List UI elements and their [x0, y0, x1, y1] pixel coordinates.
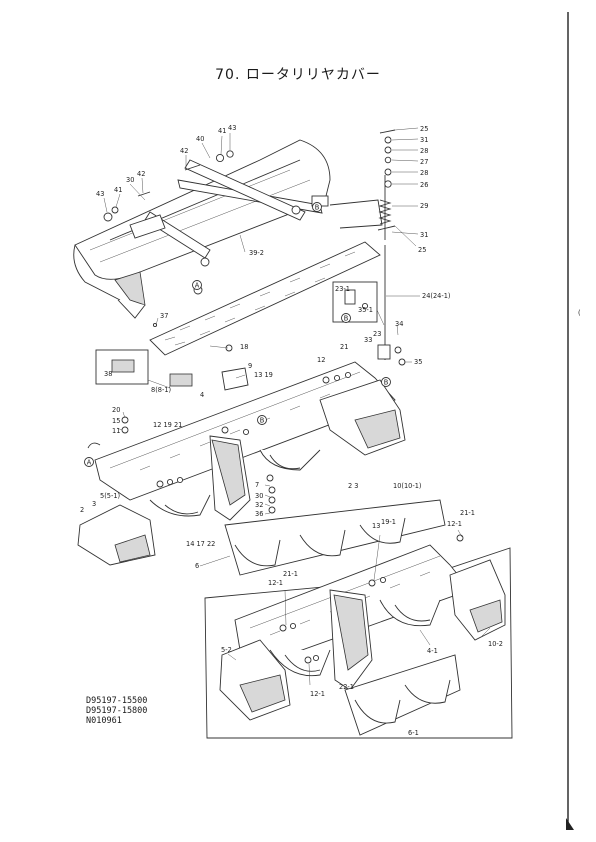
label-30-b: 30 [255, 492, 263, 500]
label-3: 3 [92, 500, 96, 508]
label-43-left: 43 [96, 190, 104, 198]
label-6: 6 [195, 562, 199, 570]
label-10: 10(10-1) [393, 482, 422, 490]
label-21-1-left: 21-1 [283, 570, 298, 578]
detail-box-38 [95, 349, 193, 389]
label-28-b: 28 [420, 169, 428, 177]
label-2: 2 [80, 506, 84, 514]
leader-lines [103, 127, 491, 686]
label-40: 40 [196, 135, 204, 143]
ref-mark-a-left: A [87, 459, 92, 467]
label-36: 36 [255, 510, 263, 518]
label-4: 4 [200, 391, 204, 399]
label-24: 24(24-1) [422, 292, 451, 300]
label-15: 15 [112, 417, 120, 425]
label-21-top: 21 [340, 343, 348, 351]
label-35: 35 [414, 358, 422, 366]
label-13-lower: 13 [372, 522, 380, 530]
label-28-a: 28 [420, 147, 428, 155]
label-11: 11 [112, 427, 120, 435]
label-23-1: 23-1 [335, 285, 350, 293]
label-14-17-22: 14 17 22 [186, 540, 215, 548]
part-labels: 25 31 28 27 28 26 29 31 25 24(24-1) 23-1… [80, 124, 503, 737]
label-10-2: 10-2 [488, 640, 503, 648]
label-29: 29 [420, 202, 428, 210]
label-34: 34 [395, 320, 403, 328]
deflector-plate [149, 241, 381, 356]
label-18: 18 [240, 343, 248, 351]
label-31-b: 31 [420, 231, 428, 239]
label-12-1-right: 12-1 [447, 520, 462, 528]
label-8: 8(8-1) [151, 386, 171, 394]
label-12-19-21: 12 19 21 [153, 421, 182, 429]
label-42-top: 42 [180, 147, 188, 155]
label-5-2: 5-2 [221, 646, 232, 654]
part-code-list: D95197-15500 D95197-15800 N010961 [86, 696, 147, 726]
ref-mark-b-middle: B [260, 417, 265, 425]
label-27: 27 [420, 158, 428, 166]
label-25-b: 25 [418, 246, 426, 254]
label-12-top: 12 [317, 356, 325, 364]
label-4-1: 4-1 [427, 647, 438, 655]
label-13-19: 13 19 [254, 371, 273, 379]
label-19-1: 19-1 [381, 518, 396, 526]
adjustment-rod-assembly [329, 129, 406, 366]
binding-edge-mark [566, 818, 574, 830]
label-38: 38 [104, 370, 112, 378]
label-39-2: 39-2 [249, 249, 264, 257]
middle-cover-panel [77, 344, 446, 576]
label-42-left: 42 [137, 170, 145, 178]
ref-mark-a-top: A [195, 282, 200, 290]
part-code: D95197-15800 [86, 706, 148, 716]
label-12-1-left: 12-1 [268, 579, 283, 587]
part-code: D95197-15500 [86, 696, 148, 706]
label-37: 37 [160, 312, 168, 320]
reference-markers: A A B B B B [84, 202, 391, 467]
label-31-top: 31 [420, 136, 428, 144]
page-title: 70. ロータリリヤカバー [215, 67, 381, 83]
label-9: 9 [248, 362, 252, 370]
rear-cover-assembly [73, 139, 331, 319]
scan-mark: ( [578, 309, 581, 317]
ref-mark-b-detail: B [344, 315, 349, 323]
label-26: 26 [420, 181, 428, 189]
label-32: 32 [255, 501, 263, 509]
label-35-1: 35-1 [358, 306, 373, 314]
label-20: 20 [112, 406, 120, 414]
label-7: 7 [255, 481, 259, 489]
ref-mark-b-rod: B [384, 379, 389, 387]
label-5: 5(5-1) [100, 492, 120, 500]
label-2-3-right: 2 3 [348, 482, 359, 490]
label-41-left: 41 [114, 186, 122, 194]
label-22-1: 22-1 [339, 683, 354, 691]
ref-mark-b-top: B [315, 204, 320, 212]
label-12-1-bottom: 12-1 [310, 690, 325, 698]
label-43-top: 43 [228, 124, 236, 132]
label-30: 30 [126, 176, 134, 184]
label-41-top: 41 [218, 127, 226, 135]
label-21-1-right: 21-1 [460, 509, 475, 517]
label-6-1: 6-1 [408, 729, 419, 737]
label-23: 23 [373, 330, 381, 338]
part-code: N010961 [86, 716, 122, 726]
lower-detail-frame [204, 534, 513, 739]
label-33: 33 [364, 336, 372, 344]
label-25-top: 25 [420, 125, 428, 133]
